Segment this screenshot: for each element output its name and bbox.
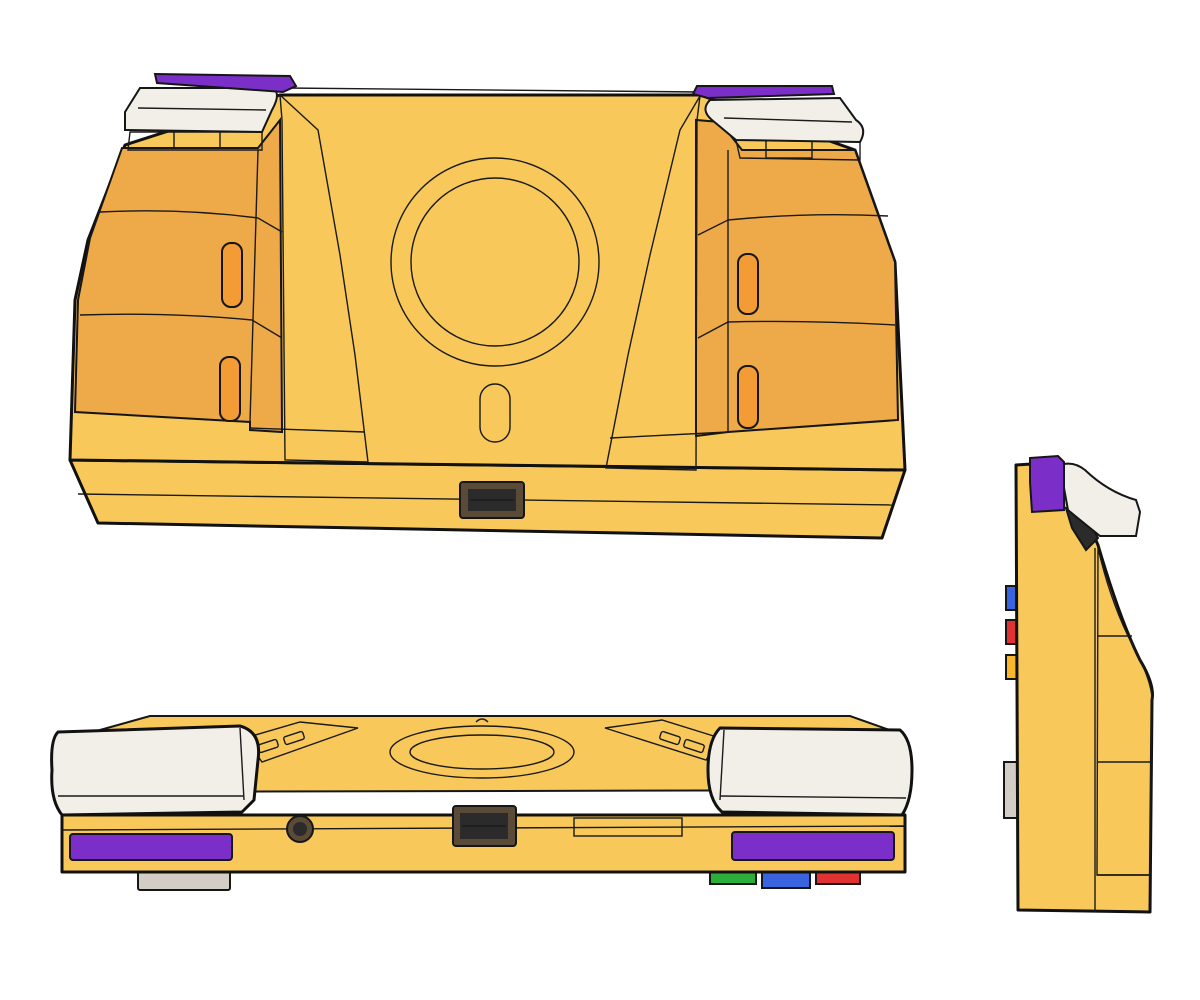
side-view bbox=[1003, 454, 1154, 914]
right-slider-upper[interactable] bbox=[737, 253, 759, 315]
bottom-right-trigger-cap[interactable] bbox=[706, 726, 914, 817]
right-channel bbox=[605, 95, 701, 471]
bottom-button-red[interactable] bbox=[815, 871, 861, 885]
side-bumper[interactable] bbox=[1029, 454, 1065, 514]
right-trigger[interactable] bbox=[691, 85, 865, 161]
audio-jack-icon[interactable] bbox=[286, 815, 314, 843]
bottom-right-mini-2 bbox=[683, 738, 705, 754]
right-grip-seam-4 bbox=[609, 431, 729, 439]
bottom-right-purple-strip bbox=[731, 831, 895, 861]
bottom-right-cap-base bbox=[719, 795, 907, 799]
left-bumper[interactable] bbox=[153, 72, 298, 94]
right-grip-seam-1 bbox=[697, 213, 889, 236]
left-grip-seam-2 bbox=[79, 313, 283, 339]
right-grip-seam-2 bbox=[697, 320, 896, 339]
right-trigger-cap-fold bbox=[723, 117, 853, 123]
bottom-button-green[interactable] bbox=[709, 871, 757, 885]
magnetic-ring-icon bbox=[390, 157, 600, 367]
right-grip-sliders bbox=[737, 253, 759, 429]
bottom-view bbox=[50, 715, 914, 891]
left-grip-sliders bbox=[219, 242, 243, 422]
bottom-right-mini-1 bbox=[659, 730, 681, 746]
left-slider-upper[interactable] bbox=[221, 242, 243, 308]
bottom-left-cap-edge bbox=[239, 727, 245, 801]
left-grip-seam-4 bbox=[249, 427, 366, 433]
left-grip-seam-1 bbox=[99, 210, 283, 233]
right-bumper[interactable] bbox=[691, 85, 836, 100]
bottom-left-mini-2 bbox=[283, 730, 305, 746]
bottom-button-blue[interactable] bbox=[761, 871, 811, 889]
card-slot[interactable] bbox=[573, 817, 683, 837]
right-grip bbox=[695, 118, 900, 438]
bottom-usb-port-icon[interactable] bbox=[452, 805, 517, 847]
bottom-left-trigger-cap[interactable] bbox=[50, 724, 261, 817]
left-channel bbox=[279, 93, 369, 463]
left-trigger[interactable] bbox=[124, 72, 298, 151]
bottom-view-ring bbox=[389, 718, 575, 779]
left-grip bbox=[73, 117, 284, 434]
center-pill-button[interactable] bbox=[479, 383, 511, 443]
bottom-right-cap-edge bbox=[719, 729, 725, 801]
back-view-top-edge bbox=[284, 87, 701, 93]
left-grip-seam-3 bbox=[249, 149, 259, 423]
right-slider-lower[interactable] bbox=[737, 365, 759, 429]
left-foot bbox=[137, 871, 231, 891]
usb-port-icon[interactable] bbox=[459, 481, 525, 519]
side-trigger-cap[interactable] bbox=[1063, 462, 1142, 537]
left-trigger-cap-fold bbox=[137, 107, 267, 111]
bottom-left-purple-strip bbox=[69, 833, 233, 861]
side-view-grip bbox=[1096, 547, 1153, 876]
left-slider-lower[interactable] bbox=[219, 356, 241, 422]
back-view bbox=[68, 72, 907, 540]
